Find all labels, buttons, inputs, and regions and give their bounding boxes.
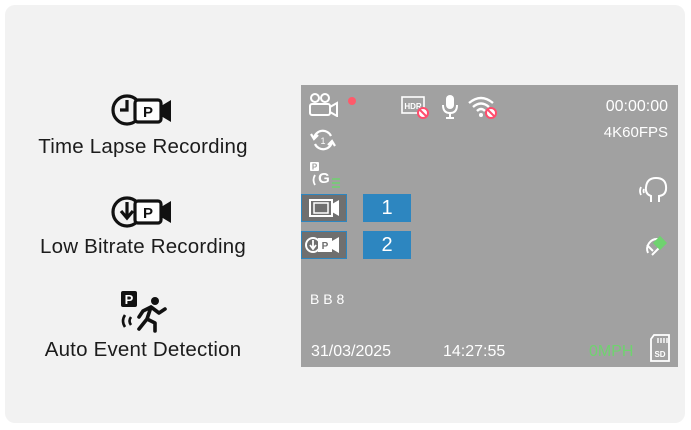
- gps-satellite-icon: [646, 235, 668, 256]
- feature-low-bitrate: P Low Bitrate Recording: [17, 192, 269, 259]
- feature-label: Auto Event Detection: [44, 338, 242, 361]
- speed-label: 0MPH: [589, 343, 634, 360]
- mode-badge-2[interactable]: 2: [363, 231, 411, 259]
- svg-text:G: G: [318, 170, 330, 187]
- svg-text:P: P: [125, 292, 134, 307]
- loop-recording-icon: 1: [310, 129, 336, 151]
- recording-timer: 00:00:00: [605, 98, 668, 115]
- low-bitrate-camera-icon: P: [305, 237, 339, 253]
- svg-text:P: P: [143, 104, 153, 121]
- mode-box-time-lapse[interactable]: [301, 194, 347, 222]
- svg-text:1: 1: [320, 136, 325, 146]
- feature-label: Time Lapse Recording: [38, 135, 248, 158]
- mode-box-low-bitrate[interactable]: P: [301, 231, 347, 259]
- recording-dot-icon: [348, 97, 356, 105]
- date-label: 31/03/2025: [311, 343, 392, 360]
- resolution-label: 4K60FPS: [603, 124, 668, 141]
- time-lapse-camera-icon: [309, 199, 339, 217]
- svg-text:P: P: [322, 241, 329, 252]
- voice-control-icon: [639, 176, 668, 202]
- device-code: B B 8: [310, 291, 345, 307]
- time-lapse-camera-icon: P: [111, 94, 171, 126]
- low-bitrate-camera-icon: P: [111, 196, 171, 228]
- feature-label: Low Bitrate Recording: [40, 235, 246, 258]
- hdr-off-icon: HDR: [401, 96, 429, 119]
- microphone-icon: [442, 95, 458, 119]
- svg-text:HDR: HDR: [404, 102, 422, 111]
- feature-auto-event: P Auto Event Detection: [17, 289, 269, 362]
- parking-gsensor-icon: P G: [310, 162, 340, 188]
- time-label: 14:27:55: [443, 343, 506, 360]
- svg-text:SD: SD: [654, 350, 665, 359]
- svg-text:P: P: [143, 205, 153, 222]
- wifi-off-icon: [468, 96, 497, 119]
- svg-text:P: P: [312, 163, 318, 172]
- mode-badge-1[interactable]: 1: [363, 194, 411, 222]
- video-camera-icon: [309, 93, 338, 117]
- sd-card-icon: SD: [650, 334, 670, 362]
- parking-motion-icon: P: [121, 291, 167, 333]
- dashcam-screen: HDR 00:00:00 4K60FPS 1 P G: [301, 85, 678, 367]
- feature-time-lapse: P Time Lapse Recording: [17, 92, 269, 159]
